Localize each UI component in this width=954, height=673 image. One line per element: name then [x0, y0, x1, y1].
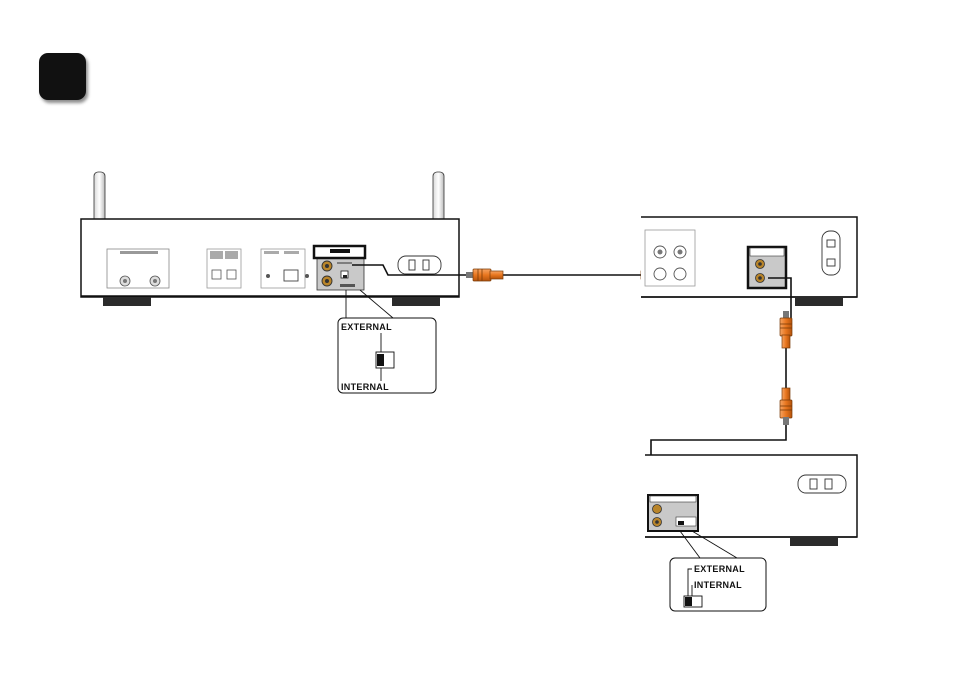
bottom-device-coaxial-panel — [647, 494, 699, 532]
left-foot — [103, 297, 151, 306]
bottom-device — [645, 454, 858, 559]
amplifier-foot — [795, 297, 843, 306]
right-internal-label: INTERNAL — [694, 580, 742, 590]
amplifier-analog-inputs — [644, 229, 696, 287]
cable-2-plug-bottom — [779, 387, 793, 425]
right-foot — [392, 297, 440, 306]
left-internal-label: INTERNAL — [341, 382, 389, 392]
right-switch-knob — [685, 597, 692, 606]
left-device-chassis — [80, 218, 460, 298]
left-device — [80, 171, 460, 319]
amplifier-ac-inlet — [821, 230, 841, 276]
ac-inlet — [397, 255, 442, 275]
network-connectors — [260, 248, 309, 289]
left-switch-callout: EXTERNAL INTERNAL — [337, 317, 437, 394]
amplifier-device — [641, 216, 858, 306]
bottom-device-foot — [790, 537, 838, 546]
right-external-internal-switch — [683, 595, 703, 608]
right-switch-callout: EXTERNAL INTERNAL — [669, 557, 767, 612]
left-switch-knob — [377, 354, 384, 366]
cable-2-plug-top — [779, 311, 793, 349]
coaxial-panel — [312, 244, 367, 291]
input-connectors — [206, 248, 242, 289]
speaker-terminals — [106, 248, 170, 289]
right-external-label: EXTERNAL — [694, 564, 745, 574]
cable-1-plug-left — [466, 268, 504, 282]
coaxial-cable-2 — [650, 277, 793, 517]
amplifier-coaxial-panel — [746, 245, 788, 290]
step-number-badge — [39, 53, 86, 100]
bottom-device-ac-inlet — [797, 474, 847, 494]
left-external-label: EXTERNAL — [341, 322, 392, 332]
